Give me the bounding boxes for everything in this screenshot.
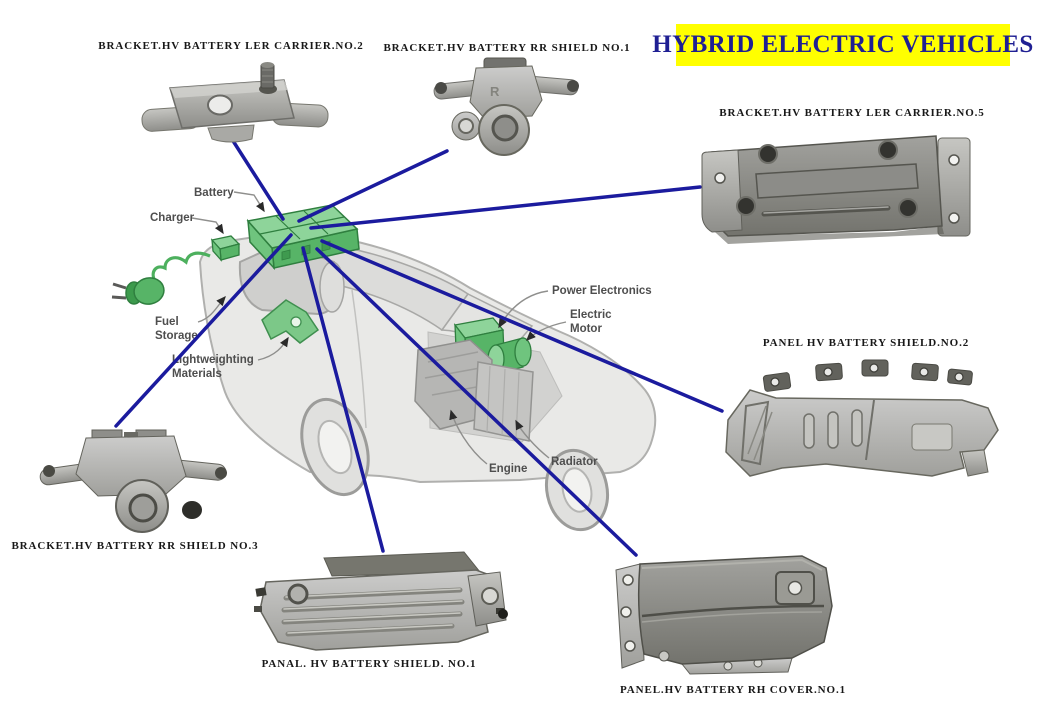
- r-stamp: R: [490, 84, 500, 99]
- part-photo-rr-shield-no1: R: [433, 57, 579, 156]
- battery-pack: [246, 204, 360, 271]
- title-banner: HYBRID ELECTRIC VEHICLES: [652, 24, 1033, 66]
- part-label-shield-no1: PANAL. HV BATTERY SHIELD. NO.1: [261, 658, 477, 670]
- page-title: HYBRID ELECTRIC VEHICLES: [652, 31, 1034, 58]
- connector-rr-shield-no3: [114, 233, 293, 428]
- car-illustration: Battery Charger Fuel Storage Lightweight…: [111, 187, 657, 532]
- label-lightweighting-1: Lightweighting: [172, 354, 254, 366]
- connector-carrier-no2: [226, 131, 285, 221]
- connector-shield-no2: [320, 239, 724, 413]
- panel-stud: [498, 609, 508, 619]
- bracket-big-hole: [128, 493, 158, 523]
- part-label-carrier-no5: BRACKET.HV BATTERY LER CARRIER.NO.5: [719, 107, 985, 119]
- part-label-carrier-no2: BRACKET.HV BATTERY LER CARRIER.NO.2: [98, 40, 364, 52]
- connector-shield-no1: [301, 246, 385, 553]
- charging-plug: [111, 251, 211, 305]
- panel-grommet: [287, 583, 309, 605]
- part-label-rr-shield-no1: BRACKET.HV BATTERY RR SHIELD NO.1: [383, 42, 631, 54]
- part-photo-shield-no1: [254, 551, 508, 651]
- part-photo-shield-no2: [725, 359, 999, 477]
- electric-motor: [487, 337, 532, 375]
- bracket-big-hole: [491, 114, 519, 142]
- label-radiator: Radiator: [551, 456, 598, 468]
- connector-carrier-no5: [309, 185, 702, 230]
- label-fuel-1: Fuel: [155, 316, 179, 328]
- rear-wheel: [300, 397, 370, 497]
- lightweighting-part: [261, 299, 320, 344]
- part-photo-rr-shield-no3: [39, 429, 227, 533]
- charger-box: [210, 235, 241, 262]
- part-label-shield-no2: PANEL HV BATTERY SHIELD.NO.2: [762, 337, 970, 349]
- cover-hole: [787, 580, 803, 596]
- connector-rh-cover-no1: [315, 247, 638, 557]
- label-electric-2: Motor: [570, 323, 602, 335]
- shield-top-tabs: [762, 359, 973, 392]
- bracket-dark-hole: [182, 501, 202, 519]
- label-engine: Engine: [489, 463, 527, 475]
- connector-lines: [114, 131, 724, 557]
- bracket-hole: [207, 94, 233, 116]
- carrier-grommets: [736, 140, 918, 218]
- label-battery: Battery: [194, 187, 234, 199]
- label-power-electronics: Power Electronics: [552, 285, 652, 297]
- part-photo-carrier-no5: [701, 135, 971, 244]
- label-charger: Charger: [150, 212, 195, 224]
- car-callouts: Battery Charger Fuel Storage Lightweight…: [150, 187, 652, 475]
- label-fuel-2: Storage: [155, 330, 198, 342]
- front-wheel: [544, 448, 610, 532]
- connector-rr-shield-no1: [297, 149, 449, 223]
- label-electric-1: Electric: [570, 309, 612, 321]
- part-photo-carrier-no2: [141, 62, 329, 143]
- part-label-rh-cover-no1: PANEL.HV BATTERY RH COVER.NO.1: [619, 684, 847, 696]
- part-label-rr-shield-no3: BRACKET.HV BATTERY RR SHIELD NO.3: [11, 540, 259, 552]
- part-photo-rh-cover-no1: [615, 555, 833, 675]
- car-door-seam: [351, 289, 367, 429]
- bracket-small-hole: [458, 118, 474, 134]
- label-lightweighting-2: Materials: [172, 368, 222, 380]
